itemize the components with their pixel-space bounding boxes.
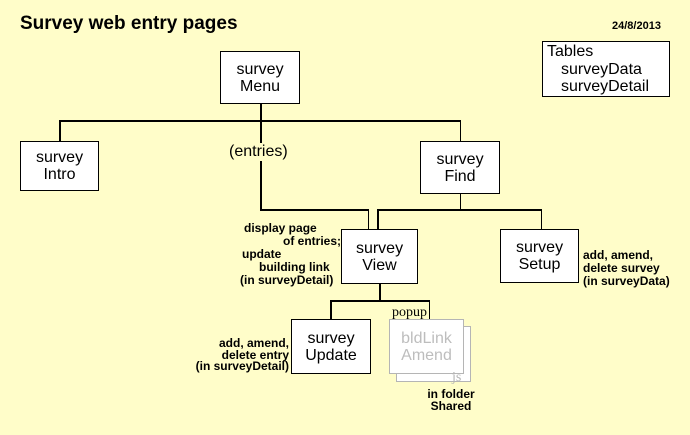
connector-row2	[377, 209, 542, 211]
node-label: survey	[436, 150, 484, 168]
node-survey-setup: survey Setup	[500, 229, 579, 283]
node-survey-find: survey Find	[420, 141, 500, 194]
node-label: View	[362, 256, 397, 274]
connector-row1	[59, 120, 461, 122]
connector-popup-drop	[428, 300, 430, 319]
date-label: 24/8/2013	[612, 20, 661, 32]
node-bldlink-amend-popup: bldLink Amend	[389, 319, 464, 374]
connector-entries-drop	[367, 209, 369, 229]
note-line: add, amend,	[218, 336, 289, 350]
connector-entries-branch	[260, 209, 369, 211]
node-label: Setup	[518, 256, 561, 273]
note-line: delete survey	[583, 261, 660, 275]
note-line: (in surveyDetail)	[195, 359, 289, 373]
node-survey-view: survey View	[341, 229, 418, 284]
node-label: Intro	[43, 166, 76, 183]
node-label: survey	[307, 329, 355, 347]
node-label: survey	[355, 239, 404, 257]
connector-find-bottom-stub	[459, 194, 461, 210]
note-line: add, amend,	[583, 248, 654, 262]
node-label: survey	[515, 239, 564, 256]
node-label: bldLink	[401, 329, 452, 347]
node-survey-intro: survey Intro	[20, 141, 99, 191]
page-title: Survey web entry pages	[20, 13, 238, 34]
node-label: survey	[236, 60, 284, 78]
connector-view-drop	[377, 209, 379, 229]
entries-label: (entries)	[227, 143, 290, 161]
node-label: Amend	[401, 346, 452, 364]
connector-setup-drop	[540, 209, 542, 229]
node-label: Menu	[239, 77, 281, 95]
js-tag-label: js	[452, 370, 462, 385]
node-survey-update: survey Update	[291, 319, 371, 374]
note-line: of entries;	[283, 234, 342, 248]
connector-intro-drop	[59, 120, 61, 141]
view-annotation: display page of entries; update building…	[240, 222, 341, 287]
caption-line: in folder	[427, 387, 475, 401]
note-line: building link	[259, 260, 330, 274]
tables-box-title: Tables	[547, 43, 594, 60]
setup-annotation: add, amend, delete survey (in surveyData…	[583, 249, 670, 288]
caption-line: Shared	[430, 398, 472, 413]
connector-find-top-drop	[459, 120, 461, 141]
connector-view-bottom-stub	[379, 284, 381, 301]
note-line: (in surveyDetail)	[240, 273, 334, 287]
tables-box-item: surveyData	[561, 60, 642, 78]
note-line: display page	[244, 221, 317, 235]
connector-update-drop	[330, 300, 332, 319]
node-survey-menu: survey Menu	[220, 51, 300, 104]
node-label: Update	[305, 346, 357, 364]
node-label: survey	[35, 149, 84, 166]
tables-box-item: surveyDetail	[561, 78, 650, 95]
node-label: Find	[444, 167, 476, 185]
popup-folder-caption: in folder Shared	[420, 387, 482, 413]
update-annotation: add, amend, delete entry (in surveyDetai…	[179, 336, 289, 373]
popup-tag-label: popup	[392, 305, 427, 320]
tables-box: Tables surveyData surveyDetail	[542, 41, 670, 97]
connector-row3	[330, 300, 430, 302]
note-line: (in surveyData)	[583, 274, 670, 288]
note-line: update	[242, 247, 282, 261]
note-line: delete entry	[221, 347, 289, 362]
